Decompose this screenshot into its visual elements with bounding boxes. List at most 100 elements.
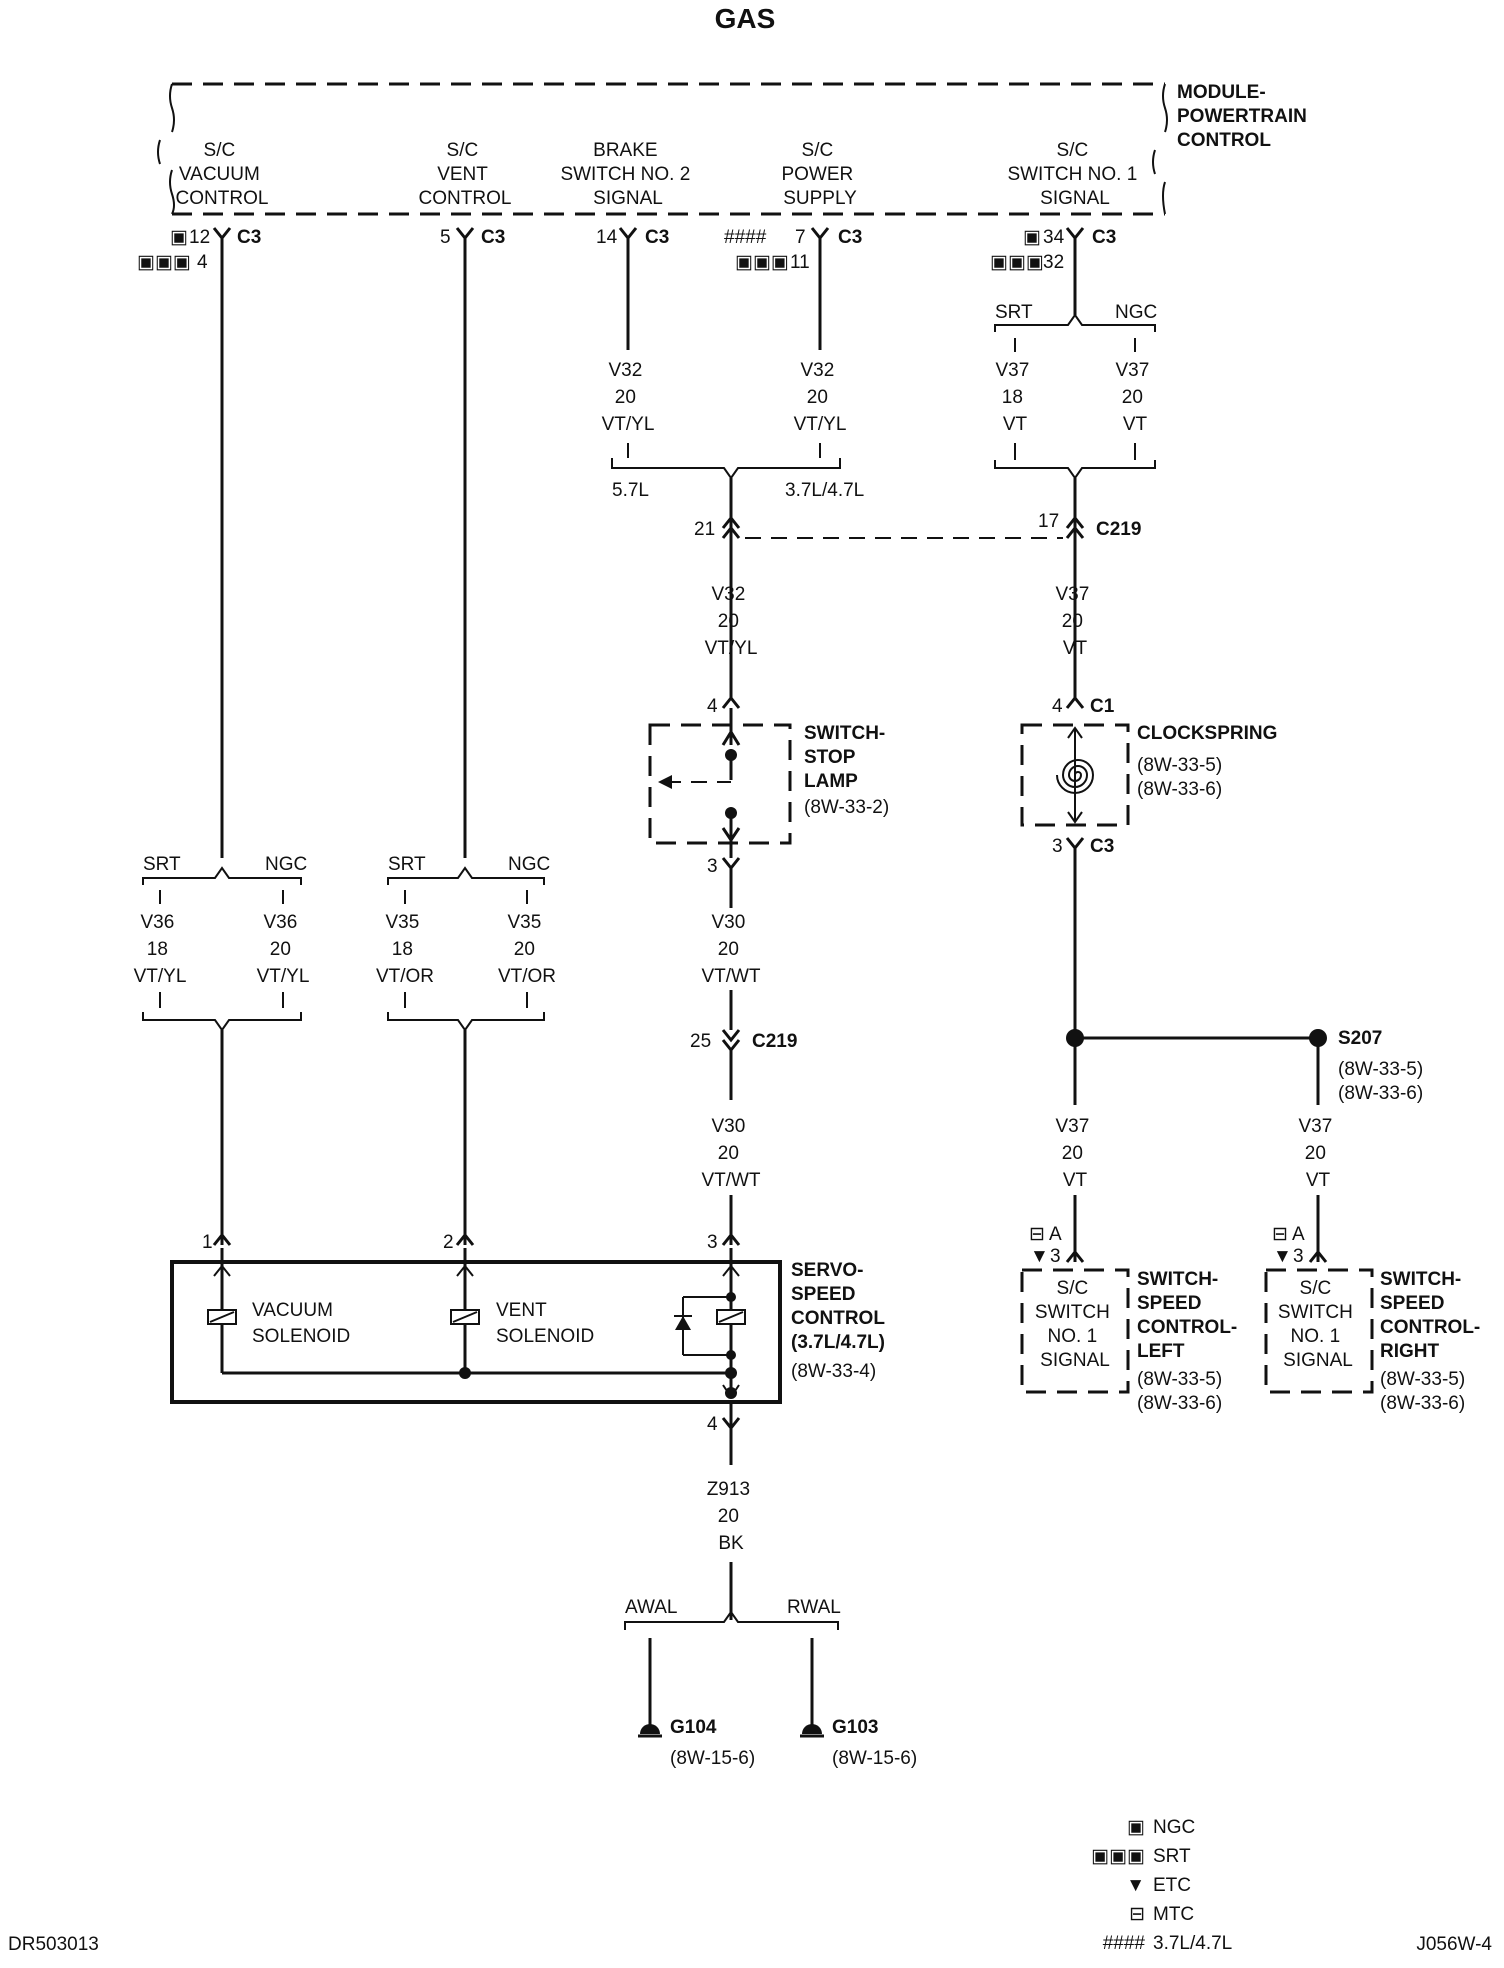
switch-right-label: SWITCH- SPEED CONTROL- RIGHT (1380, 1269, 1486, 1362)
connector-c219-upper: 21 17 C219 (694, 511, 1141, 540)
wire-v32-brake-label: V32 20 VT/YL (602, 360, 655, 435)
wire-v36-20-label: V36 20 VT/YL (257, 912, 310, 987)
svg-text:A: A (1292, 1224, 1305, 1245)
legend-symbol-etc: ▼ (1126, 1875, 1145, 1896)
svg-text:▼: ▼ (1273, 1246, 1292, 1267)
clockspring-ref: (8W-33-5) (8W-33-6) (1137, 755, 1227, 800)
svg-text:SRT: SRT (143, 854, 181, 875)
svg-text:11: 11 (790, 252, 810, 273)
svg-text:7: 7 (795, 227, 806, 248)
switch-no1-branch: SRT NGC V37 18 VT V37 20 VT (994, 302, 1157, 700)
svg-text:NGC: NGC (265, 854, 307, 875)
wire-v35-20-label: V35 20 VT/OR (498, 912, 556, 987)
servo-ref: (8W-33-4) (791, 1361, 876, 1382)
servo-label: SERVO- SPEED CONTROL (3.7L/4.7L) (791, 1260, 890, 1353)
svg-text:▣▣▣: ▣▣▣ (990, 252, 1044, 273)
wire-v32-lower-label: V32 20 VT/YL (705, 584, 758, 659)
svg-text:4: 4 (197, 252, 208, 273)
svg-text:32: 32 (1043, 252, 1064, 273)
branch-rwal-label: RWAL (787, 1597, 841, 1618)
svg-text:▼: ▼ (1030, 1246, 1049, 1267)
svg-text:3: 3 (707, 1232, 718, 1253)
ground-g103-label: G103 (832, 1717, 878, 1738)
footer-right-code: J056W-4 (1416, 1934, 1492, 1955)
v37-switch-wires: V37 20 VT V37 20 VT (1055, 1038, 1337, 1263)
svg-text:SRT: SRT (388, 854, 426, 875)
svg-text:3: 3 (1052, 836, 1063, 857)
switch-left-label: SWITCH- SPEED CONTROL- LEFT (1137, 1269, 1243, 1362)
switch-right-inner-label: S/C SWITCH NO. 1 SIGNAL (1278, 1278, 1358, 1371)
vacuum-solenoid-label: VACUUM SOLENOID (252, 1300, 350, 1347)
wire-v30-lower-label: V30 20 VT/WT (701, 1116, 760, 1191)
clockspring: 4 C1 3 C3 CLOCKSPRING (8W-33-5) (8W-33-6… (1020, 695, 1277, 1075)
ground-g104-ref: (8W-15-6) (670, 1748, 755, 1769)
svg-text:3: 3 (1050, 1246, 1061, 1267)
legend-label-srt: SRT (1153, 1846, 1191, 1867)
footer-left-code: DR503013 (8, 1934, 99, 1955)
splice-ref: (8W-33-5) (8W-33-6) (1338, 1059, 1428, 1104)
legend-symbol-mtc: ⊟ (1129, 1904, 1145, 1925)
stop-lamp-ref: (8W-33-2) (804, 797, 889, 818)
legend: ▣ NGC ▣▣▣ SRT ▼ ETC ⊟ MTC #### 3.7L/4.7L (1091, 1817, 1232, 1954)
ground-g103-ref: (8W-15-6) (832, 1748, 917, 1769)
stop-lamp-label: SWITCH- STOP LAMP (804, 723, 891, 792)
legend-label-3-7l-4-7l: 3.7L/4.7L (1153, 1933, 1232, 1954)
branch-5-7l-label: 5.7L (612, 480, 649, 501)
svg-text:C3: C3 (1092, 227, 1116, 248)
switch-speed-control-right: ⊟ A ▼ 3 S/C SWITCH NO. 1 SIGNAL SWITCH- … (1264, 1224, 1486, 1414)
svg-text:4: 4 (707, 1414, 718, 1435)
circuit-vent-control-label: S/C VENT CONTROL (419, 140, 512, 209)
svg-text:5: 5 (440, 227, 451, 248)
wire-v37-20-label: V37 20 VT (1115, 360, 1154, 435)
wire-v37-18-label: V37 18 VT (995, 360, 1034, 435)
svg-text:21: 21 (694, 519, 715, 540)
svg-text:2: 2 (443, 1232, 454, 1253)
svg-text:12: 12 (189, 227, 210, 248)
switch-speed-control-left: ⊟ A ▼ 3 S/C SWITCH NO. 1 SIGNAL SWITCH- … (1020, 1224, 1243, 1414)
legend-symbol-ngc: ▣ (1127, 1817, 1145, 1838)
branch-srt-label: SRT (995, 302, 1033, 323)
splice-label: S207 (1338, 1028, 1382, 1049)
legend-symbol-srt: ▣▣▣ (1091, 1846, 1145, 1867)
ground-g104-label: G104 (670, 1717, 717, 1738)
wire-v37-right-label: V37 20 VT (1298, 1116, 1337, 1191)
pcm-pin-labels: ▣ 12 C3 ▣▣▣ 4 5 C3 14 C3 #### 7 C3 ▣▣▣ 1… (137, 227, 1116, 273)
circuit-vacuum-control-label: S/C VACUUM CONTROL (176, 140, 269, 209)
svg-text:C3: C3 (237, 227, 261, 248)
wire-v37-c219-label: V37 20 VT (1055, 584, 1094, 659)
v30-wire: V30 20 VT/WT 25 C219 V30 20 VT/WT (690, 868, 797, 1245)
v32-branch: V32 20 VT/YL V32 20 VT/YL 5.7L 3.7L/4.7L (602, 360, 864, 700)
svg-text:▣▣▣: ▣▣▣ (137, 252, 191, 273)
powertrain-control-module: MODULE- POWERTRAIN CONTROL S/C VACUUM CO… (157, 82, 1307, 216)
legend-symbol-3-7l-4-7l: #### (1103, 1933, 1146, 1954)
svg-text:1: 1 (202, 1232, 213, 1253)
svg-text:17: 17 (1038, 511, 1059, 532)
circuit-switch-no1-label: S/C SWITCH NO. 1 SIGNAL (1007, 140, 1142, 209)
circuit-brake-switch-label: BRAKE SWITCH NO. 2 SIGNAL (560, 140, 695, 209)
v35-branch: SRT NGC V35 18 VT/OR V35 20 VT/OR (376, 854, 556, 1032)
svg-text:C1: C1 (1090, 696, 1115, 717)
svg-text:⊟: ⊟ (1029, 1224, 1045, 1245)
svg-text:4: 4 (707, 696, 718, 717)
v36-branch: SRT NGC V36 18 VT/YL V36 20 VT/YL (134, 854, 310, 1032)
svg-text:34: 34 (1043, 227, 1065, 248)
legend-label-mtc: MTC (1153, 1904, 1194, 1925)
branch-awal-label: AWAL (625, 1597, 677, 1618)
wire-z913-label: Z913 20 BK (707, 1479, 756, 1554)
svg-text:4: 4 (1052, 696, 1063, 717)
svg-text:C219: C219 (752, 1031, 797, 1052)
stop-lamp-switch: 4 3 SWITCH- STOP LAMP (8W-33-2) (648, 695, 891, 877)
vent-solenoid-label: VENT SOLENOID (496, 1300, 594, 1347)
svg-text:C3: C3 (1090, 836, 1114, 857)
svg-text:3: 3 (707, 856, 718, 877)
legend-label-etc: ETC (1153, 1875, 1191, 1896)
wire-v37-left-label: V37 20 VT (1055, 1116, 1094, 1191)
switch-right-ref: (8W-33-5) (8W-33-6) (1380, 1369, 1470, 1414)
svg-text:25: 25 (690, 1031, 711, 1052)
legend-label-ngc: NGC (1153, 1817, 1195, 1838)
svg-text:3: 3 (1293, 1246, 1304, 1267)
clockspring-label: CLOCKSPRING (1137, 723, 1277, 744)
svg-text:▣▣▣: ▣▣▣ (735, 252, 789, 273)
branch-3-7l-4-7l-label: 3.7L/4.7L (785, 480, 864, 501)
